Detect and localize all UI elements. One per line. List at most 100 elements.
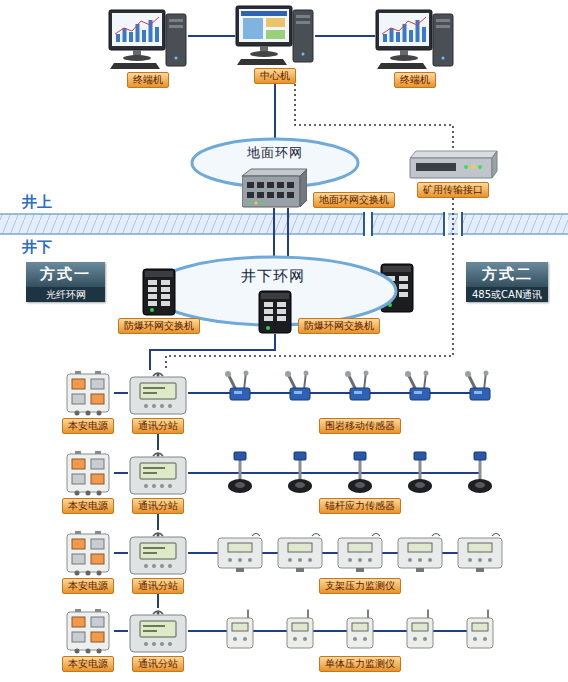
icon-part xyxy=(243,18,263,39)
icon-part xyxy=(91,459,104,469)
network-link xyxy=(188,392,210,394)
band-edge xyxy=(0,213,568,215)
icon-part xyxy=(259,291,291,333)
icon-part xyxy=(86,491,91,496)
icon-part xyxy=(161,287,170,292)
icon-part xyxy=(396,32,400,42)
network-link xyxy=(114,472,128,474)
icon-part xyxy=(372,534,380,537)
icon-part xyxy=(471,165,475,169)
switch-port xyxy=(399,276,408,281)
icon-part xyxy=(476,568,484,572)
icon-part xyxy=(143,392,157,394)
icon-part xyxy=(247,192,254,198)
icon-part xyxy=(250,51,278,57)
comm-substation: 通讯分站 xyxy=(128,370,188,434)
icon-part xyxy=(130,615,186,652)
mode-title: 方式一 xyxy=(26,262,105,287)
icon-part xyxy=(143,387,165,389)
icon-part xyxy=(130,377,186,414)
network-link xyxy=(114,552,128,554)
network-link xyxy=(157,514,159,530)
device-icon xyxy=(65,608,111,654)
device-icon xyxy=(142,268,176,316)
icon-part xyxy=(356,568,364,572)
icon-part xyxy=(168,484,172,488)
icon-part xyxy=(169,19,183,22)
icon-part xyxy=(390,55,418,61)
band-gap xyxy=(364,212,372,236)
icon-part xyxy=(239,458,242,482)
icon-part xyxy=(86,571,91,576)
icon-part xyxy=(428,558,432,562)
icon-part xyxy=(267,192,274,198)
icon-part xyxy=(484,371,489,376)
icon-part xyxy=(91,632,104,642)
network-link xyxy=(315,35,375,37)
icon-part xyxy=(235,482,245,488)
icon-part xyxy=(288,558,292,562)
icon-part xyxy=(143,269,175,315)
icon-part xyxy=(468,558,472,562)
icon-part xyxy=(97,491,102,496)
icon-part xyxy=(266,326,270,330)
icon-part xyxy=(312,534,320,537)
icon-part xyxy=(91,394,104,404)
icon-part xyxy=(140,543,176,559)
icon-part xyxy=(277,192,284,198)
icon-part xyxy=(157,612,160,615)
icon-part xyxy=(155,27,159,42)
icon-part xyxy=(233,637,237,641)
icon-part xyxy=(161,280,170,285)
device-label: 通讯分站 xyxy=(132,498,184,514)
icon-part xyxy=(414,452,426,460)
icon-part xyxy=(239,9,289,42)
icon-part xyxy=(218,538,262,568)
icon-part xyxy=(225,371,231,377)
icon-part xyxy=(423,637,427,641)
icon-part xyxy=(152,564,156,568)
network-link xyxy=(274,84,276,139)
icon-part xyxy=(293,637,297,641)
sensor-row-illustration xyxy=(210,530,510,576)
device-label: 本安电源 xyxy=(62,578,114,594)
icon-part xyxy=(244,371,249,376)
icon-part xyxy=(418,558,422,562)
icon-part xyxy=(72,379,85,389)
mode-badge: 方式一光纤环网 xyxy=(26,262,105,302)
icon-part xyxy=(302,53,305,56)
icon-part xyxy=(257,182,264,188)
icon-part xyxy=(116,34,120,42)
icon-part xyxy=(123,28,127,42)
icon-part xyxy=(492,534,500,537)
icon-part xyxy=(348,479,372,493)
icon-part xyxy=(144,564,148,568)
icon-part xyxy=(379,13,429,46)
icon-part xyxy=(364,371,369,376)
terminal-computer: 终端机 xyxy=(108,8,188,88)
device-icon xyxy=(128,530,188,576)
icon-part xyxy=(143,625,165,627)
device-label: 围岩移动传感器 xyxy=(319,418,401,434)
device-label: 中心机 xyxy=(254,68,296,84)
icon-part xyxy=(237,59,287,65)
icon-part xyxy=(236,568,244,572)
icon-part xyxy=(409,30,413,42)
icon-part xyxy=(363,637,367,641)
icon-part xyxy=(307,610,309,618)
icon-part xyxy=(405,371,411,377)
network-link xyxy=(188,472,210,474)
icon-part xyxy=(140,463,176,479)
icon-part xyxy=(153,453,163,456)
network-link xyxy=(273,208,275,257)
icon-part xyxy=(153,611,163,614)
icon-part xyxy=(112,13,162,46)
device-icon xyxy=(258,290,292,334)
band-gap xyxy=(444,212,448,236)
icon-part xyxy=(72,554,85,564)
icon-part xyxy=(348,558,352,562)
icon-part xyxy=(249,202,252,205)
icon-part xyxy=(234,391,242,394)
icon-part xyxy=(295,482,305,488)
